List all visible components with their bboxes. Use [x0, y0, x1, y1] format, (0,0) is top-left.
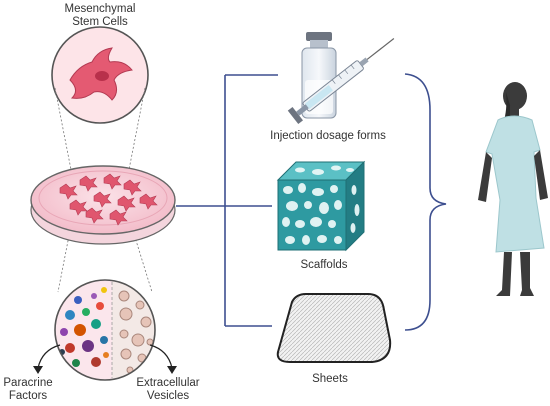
vial-syringe-icon: [287, 32, 395, 125]
secretome-icon: [54, 279, 156, 381]
arrow-head-right-icon: [167, 366, 177, 374]
secretome-arrows: [37, 344, 173, 369]
paracrine-label-line1: Paracrine: [3, 377, 52, 389]
ev-label-line2: Vesicles: [147, 390, 189, 402]
ev-label-line1: Extracellular: [136, 377, 199, 389]
scaffolds-label: Scaffolds: [300, 259, 347, 271]
msc-label-line2: Stem Cells: [72, 16, 128, 28]
patient-icon: [478, 82, 548, 296]
msc-label-line1: Mesenchymal: [65, 3, 136, 15]
sheets-label: Sheets: [312, 373, 348, 385]
petri-dish-icon: [30, 165, 176, 245]
zoom-lines: [54, 87, 153, 293]
injection-label: Injection dosage forms: [270, 130, 386, 142]
arrow-head-left-icon: [33, 366, 43, 374]
connector-bracket: [176, 73, 447, 331]
scaffold-icon: [276, 160, 366, 252]
stem-cell-icon: [51, 26, 149, 124]
sheet-icon: [276, 293, 392, 363]
paracrine-label-line2: Factors: [9, 390, 48, 402]
